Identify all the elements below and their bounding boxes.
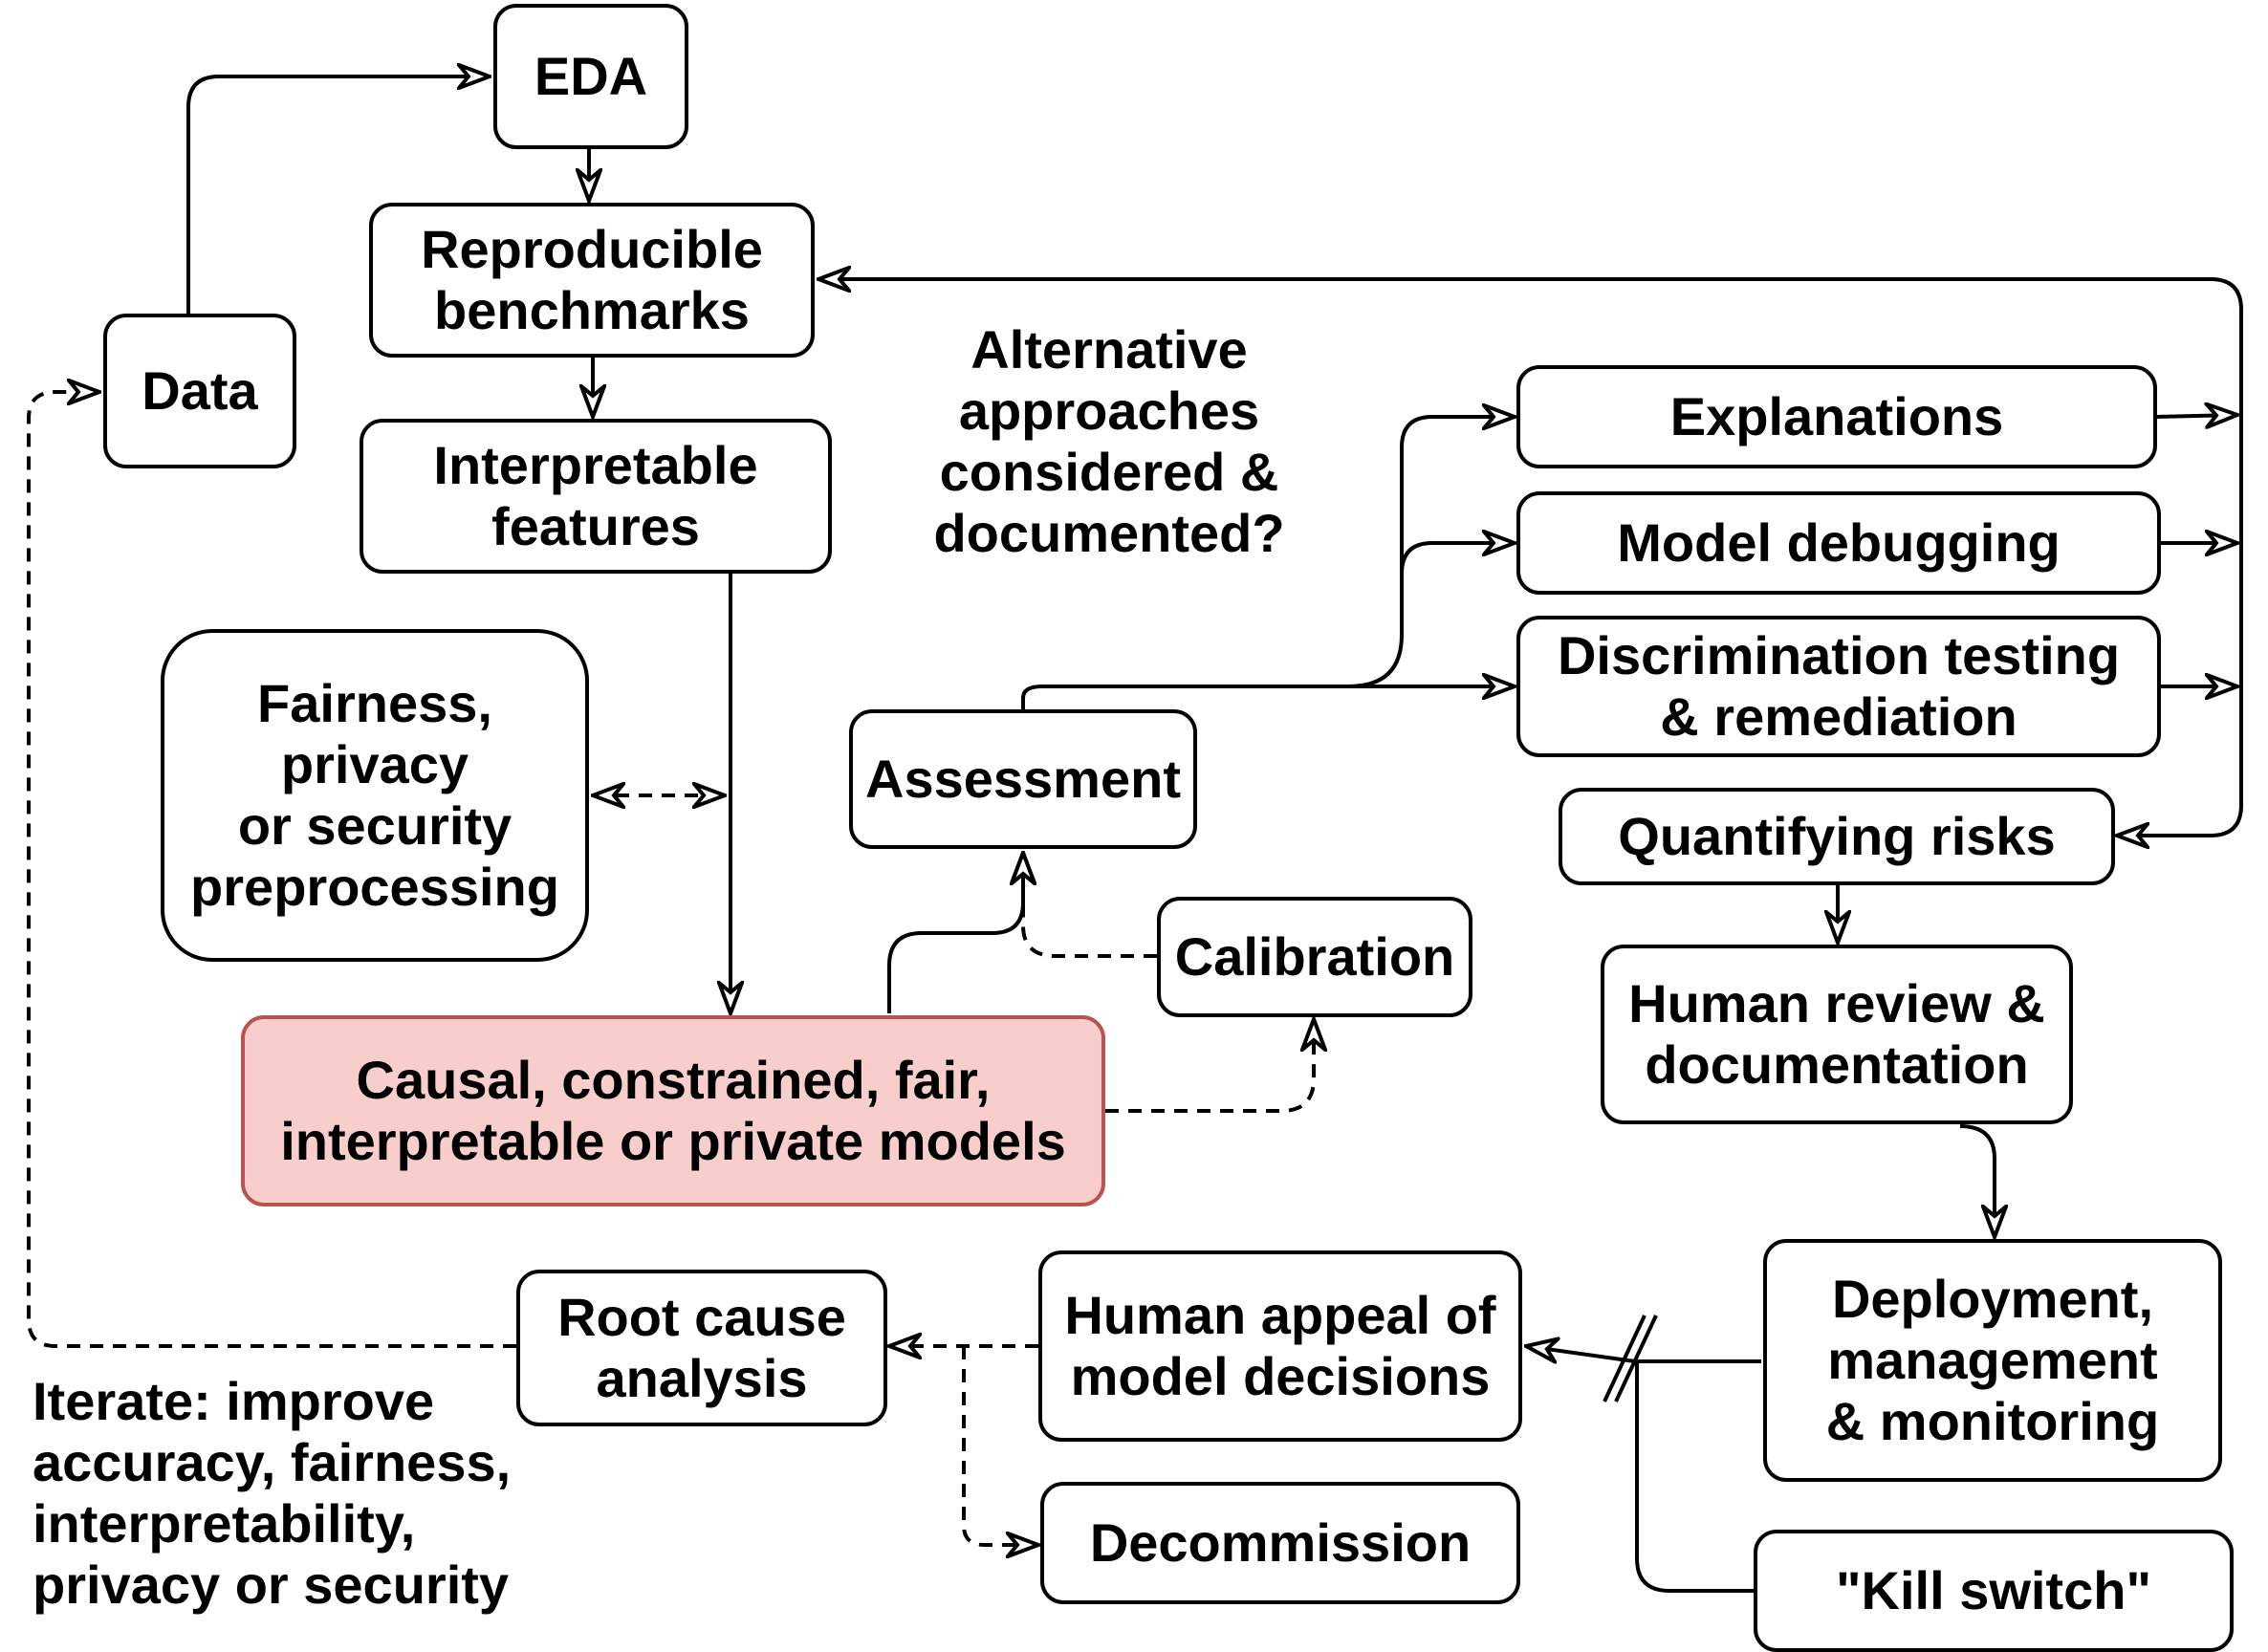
node-eda[interactable]: EDA — [493, 4, 688, 149]
node-reproducible-benchmarks[interactable]: Reproducible benchmarks — [369, 203, 815, 358]
node-human-appeal[interactable]: Human appeal of model decisions — [1038, 1250, 1522, 1442]
node-calibration-label: Calibration — [1174, 926, 1455, 987]
edge-collector-risks — [2117, 390, 2243, 836]
node-preprocessing[interactable]: Fairness, privacy or security preprocess… — [161, 629, 589, 962]
node-explanations[interactable]: Explanations — [1516, 365, 2157, 468]
edge-deployment-appeal — [1526, 1346, 1761, 1361]
edge-rootcause-data — [27, 392, 516, 1348]
edge-assessment-debugging — [1347, 543, 1515, 688]
node-preprocessing-label: Fairness, privacy or security preprocess… — [190, 673, 559, 917]
edge-models-assessment — [887, 853, 1023, 1013]
edge-appeal-decommission — [962, 1346, 1038, 1545]
node-explanations-label: Explanations — [1669, 386, 2004, 446]
node-human-review-label: Human review & documentation — [1628, 973, 2045, 1095]
node-decommission-label: Decommission — [1089, 1512, 1472, 1573]
node-root-cause[interactable]: Root cause analysis — [516, 1270, 887, 1426]
node-model-debugging-label: Model debugging — [1617, 512, 2061, 573]
node-calibration[interactable]: Calibration — [1157, 897, 1472, 1017]
node-human-appeal-label: Human appeal of model decisions — [1064, 1285, 1496, 1406]
annotation-alternatives: Alternative approaches considered & docu… — [933, 319, 1285, 563]
node-kill-switch-label: "Kill switch" — [1835, 1560, 2152, 1620]
break-mark-1 — [1603, 1315, 1646, 1402]
edge-explanations-out — [2154, 415, 2237, 417]
node-interpretable-features-label: Interpretable features — [433, 435, 758, 556]
node-interpretable-features[interactable]: Interpretable features — [360, 419, 832, 574]
node-data-label: Data — [142, 360, 258, 421]
node-assessment-label: Assessment — [865, 749, 1181, 809]
node-deployment[interactable]: Deployment, management & monitoring — [1763, 1239, 2222, 1482]
node-decommission[interactable]: Decommission — [1040, 1482, 1520, 1604]
edge-collector-benchmarks — [818, 279, 2243, 390]
node-reproducible-benchmarks-label: Reproducible benchmarks — [421, 219, 763, 340]
node-human-review[interactable]: Human review & documentation — [1601, 945, 2073, 1124]
node-causal-models[interactable]: Causal, constrained, fair, interpretable… — [241, 1015, 1105, 1206]
node-quantifying-risks-label: Quantifying risks — [1618, 806, 2056, 866]
edge-assessment-discrimination — [1021, 686, 1515, 709]
node-causal-models-label: Causal, constrained, fair, interpretable… — [280, 1050, 1066, 1171]
node-deployment-label: Deployment, management & monitoring — [1825, 1269, 2160, 1451]
node-model-debugging[interactable]: Model debugging — [1516, 491, 2161, 595]
edge-calibration-assessment — [1023, 853, 1157, 958]
node-data[interactable]: Data — [103, 314, 296, 468]
node-kill-switch[interactable]: "Kill switch" — [1754, 1530, 2234, 1652]
node-quantifying-risks[interactable]: Quantifying risks — [1559, 788, 2115, 885]
edge-assessment-explanations — [1400, 417, 1515, 574]
node-eda-label: EDA — [534, 46, 648, 106]
node-discrimination-testing[interactable]: Discrimination testing & remediation — [1516, 616, 2161, 757]
node-root-cause-label: Root cause analysis — [557, 1287, 846, 1408]
break-mark-2 — [1614, 1315, 1658, 1402]
annotation-iterate: Iterate: improve accuracy, fairness, int… — [33, 1371, 512, 1615]
edge-models-calibration — [1105, 1019, 1314, 1113]
edge-deployment-killswitch — [1635, 1361, 1754, 1593]
edge-review-deployment — [1959, 1124, 1995, 1237]
node-discrimination-testing-label: Discrimination testing & remediation — [1557, 625, 2121, 747]
edge-data-eda — [186, 76, 490, 314]
node-assessment[interactable]: Assessment — [849, 709, 1197, 849]
